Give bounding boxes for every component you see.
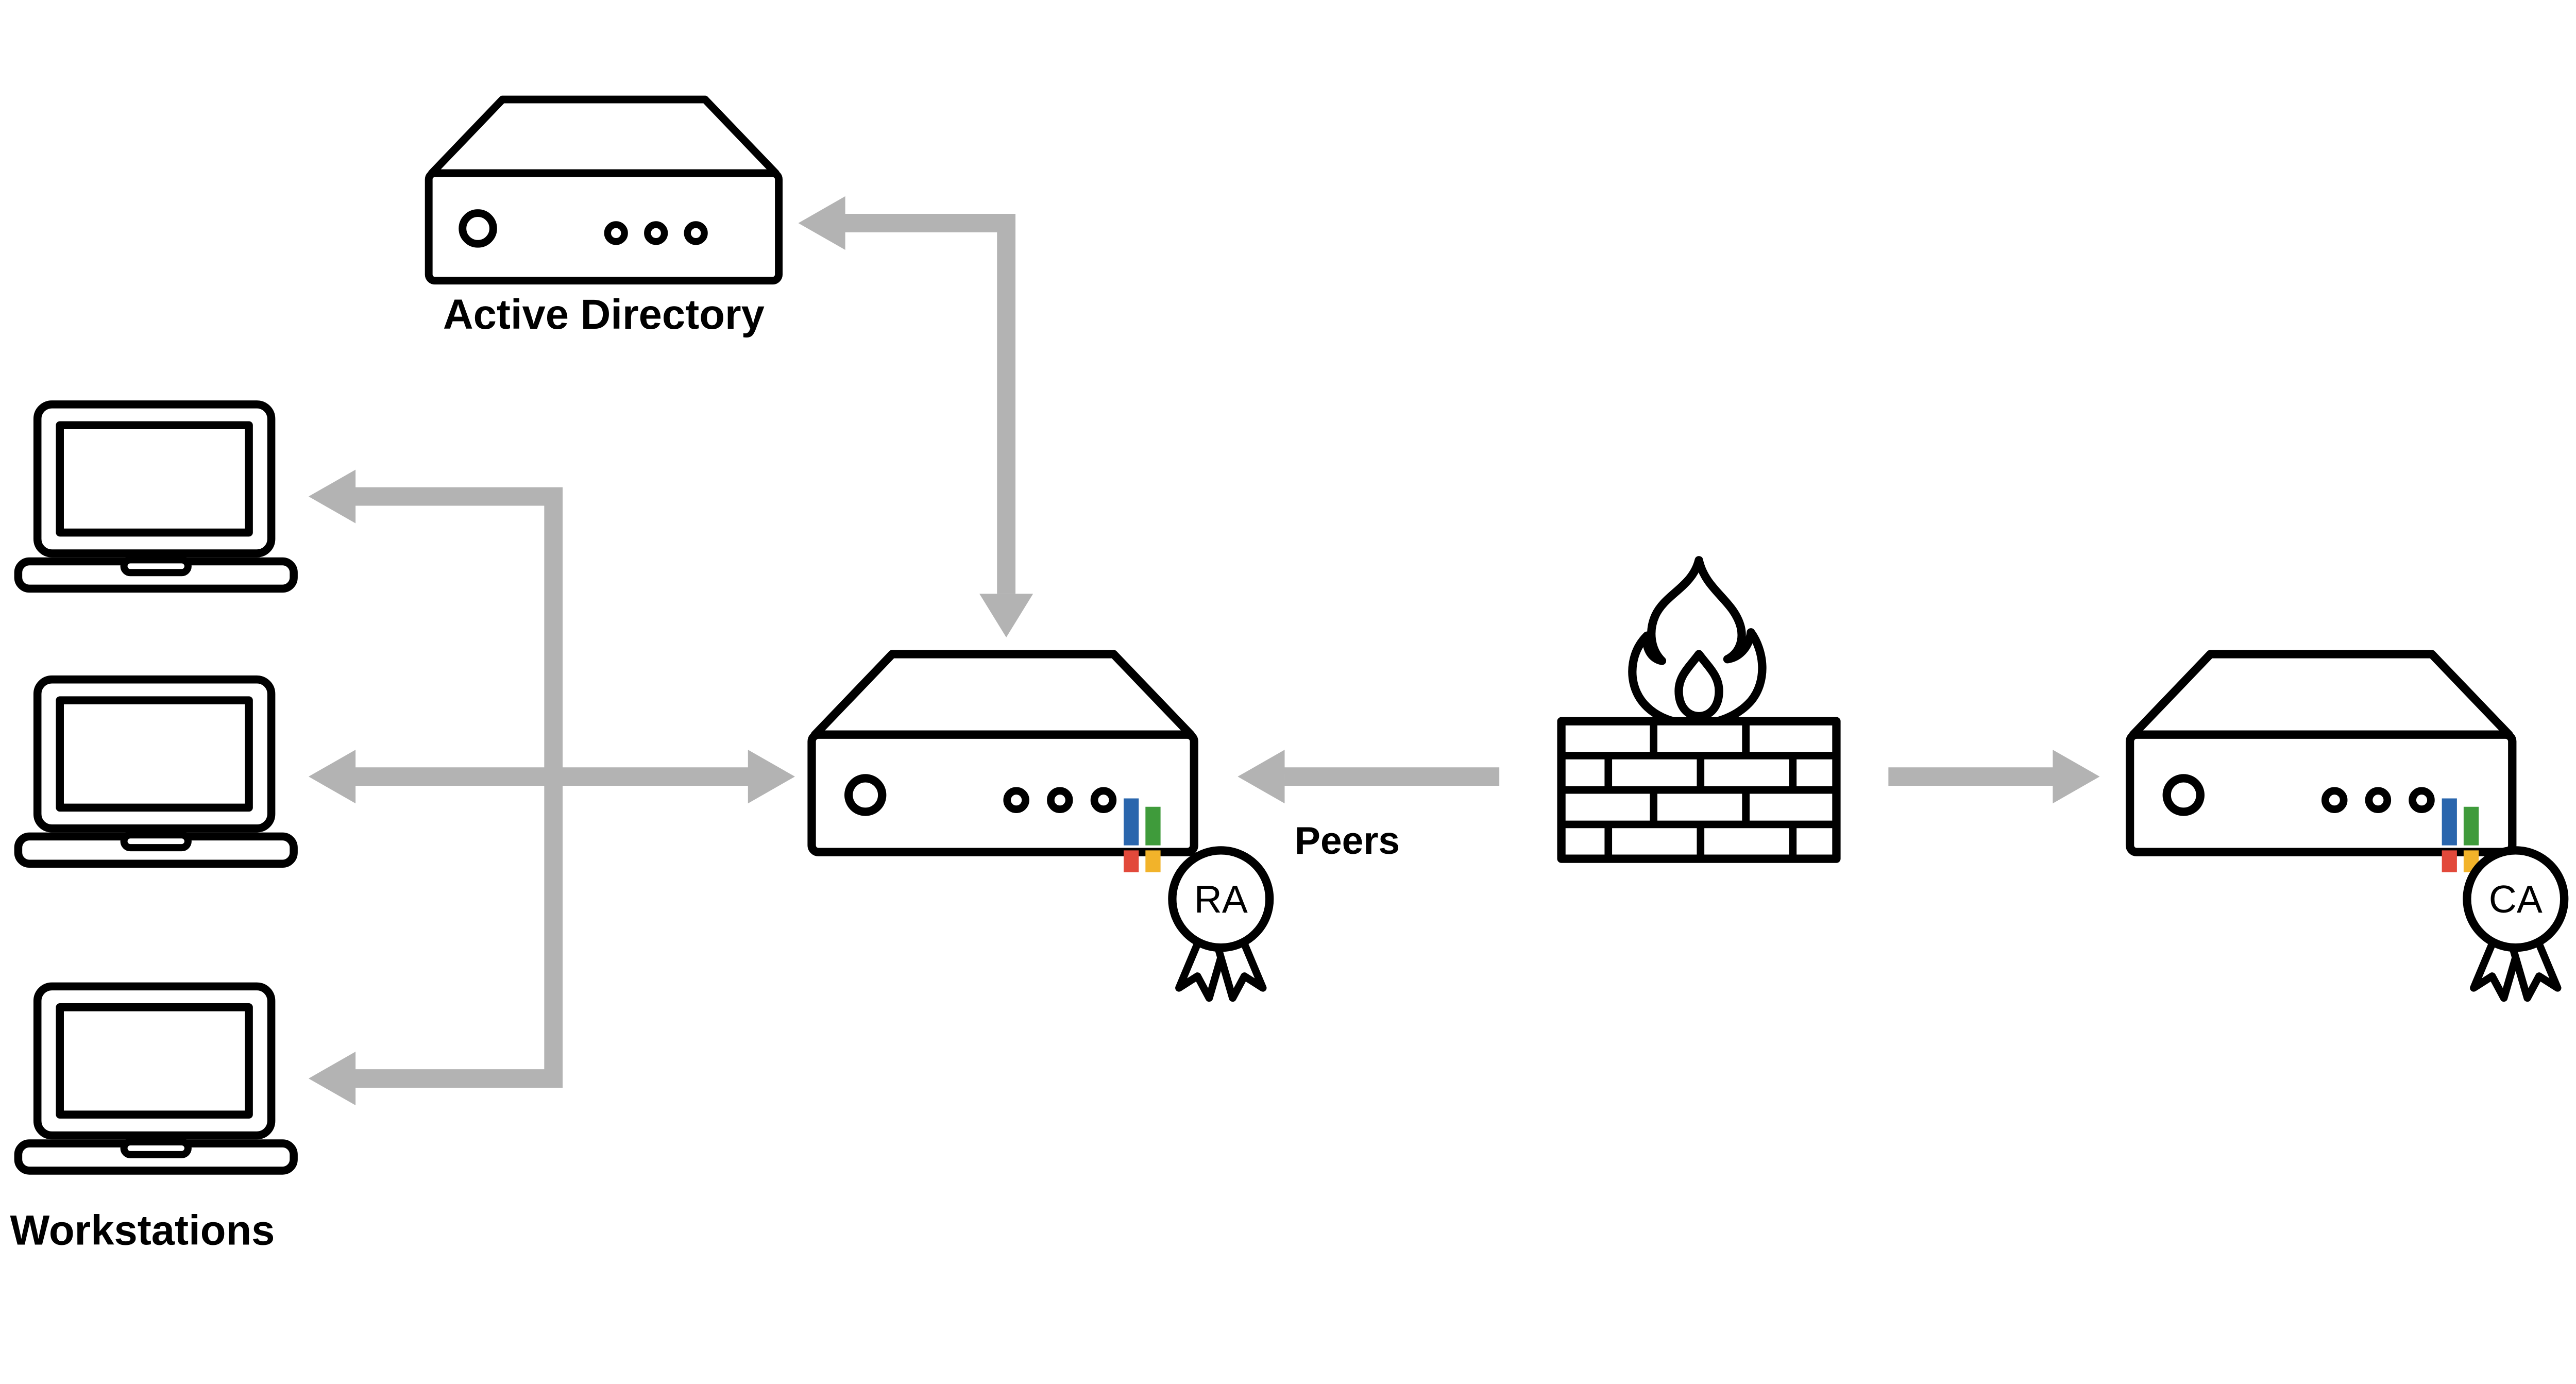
arrowhead-left-icon	[308, 750, 356, 804]
connector-trunk	[349, 487, 563, 1088]
arrowhead-left-icon	[1238, 750, 1285, 804]
arrow-firewall-to-ra	[1238, 750, 1500, 804]
workstations-label: Workstations	[10, 1207, 275, 1254]
ra-badge-label: RA	[1194, 877, 1248, 921]
active-directory-label: Active Directory	[443, 291, 765, 338]
arrow-ra-to-workstations	[308, 469, 795, 1106]
connector-line	[842, 214, 1016, 594]
arrow-firewall-to-ca	[1888, 750, 2100, 804]
workstation-1-icon	[18, 404, 294, 589]
arrowhead-down-icon	[979, 594, 1033, 637]
workstations-node: Workstations	[10, 404, 294, 1254]
arrowhead-left-icon	[308, 1052, 356, 1106]
ra-server-node: RA Peers	[812, 654, 1400, 998]
active-directory-node: Active Directory	[429, 99, 778, 338]
ca-badge-label: CA	[2489, 877, 2543, 921]
ca-server-node: CA	[2130, 654, 2564, 998]
arrowhead-right-icon	[2053, 750, 2100, 804]
network-diagram: Active Directory Workstations RA Peers C…	[10, 0, 2576, 1254]
ra-badge-icon	[1172, 850, 1269, 998]
workstation-3-icon	[18, 986, 294, 1171]
arrowhead-left-icon	[308, 469, 356, 524]
arrowhead-right-icon	[748, 750, 795, 804]
peers-label: Peers	[1295, 819, 1400, 862]
firewall-icon	[1562, 560, 1837, 858]
ca-badge-icon	[2467, 850, 2564, 998]
diagram-canvas: Active Directory Workstations RA Peers C…	[10, 0, 2576, 1254]
active-directory-server-icon	[429, 99, 778, 281]
arrowhead-left-icon	[798, 196, 845, 250]
workstation-2-icon	[18, 680, 294, 864]
arrow-ra-to-active-directory	[798, 196, 1033, 637]
firewall-node	[1562, 560, 1837, 858]
